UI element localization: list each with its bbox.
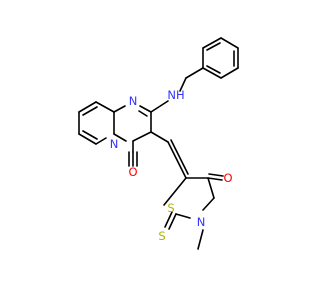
molecule-diagram: NH N N O S O N S: [78, 37, 239, 250]
bond: [220, 37, 239, 49]
nh-label: NH: [167, 88, 184, 102]
s-thioxo-label: S: [158, 229, 165, 243]
s-ring-label: S: [167, 201, 174, 215]
bond: [175, 213, 191, 219]
bond: [168, 213, 177, 230]
bond: [78, 133, 97, 145]
bond: [185, 67, 204, 79]
bond: [82, 106, 98, 116]
bond: [206, 65, 221, 74]
bond: [207, 177, 223, 181]
bond: [179, 77, 187, 92]
bond: [82, 130, 98, 140]
bond: [78, 101, 97, 113]
bond: [164, 211, 173, 228]
n-pyrimidine-label: N: [129, 94, 138, 108]
bond: [167, 141, 187, 179]
o-carbonyl-label: O: [128, 165, 137, 179]
bond: [138, 110, 148, 117]
bond: [197, 229, 204, 250]
bond: [113, 105, 126, 113]
bond: [95, 101, 115, 113]
bond: [150, 100, 169, 113]
o-thiazolidinone-label: O: [223, 171, 232, 185]
bond: [139, 105, 152, 113]
bonds: [78, 37, 239, 250]
n-methyl-label: N: [197, 215, 206, 229]
bond: [95, 137, 107, 145]
bond: [150, 131, 169, 143]
bond: [220, 67, 239, 79]
bond: [202, 37, 222, 49]
n-bridge-label: N: [110, 137, 119, 151]
bond: [202, 67, 222, 79]
bond: [163, 177, 187, 206]
bond: [207, 177, 215, 199]
bond: [202, 197, 215, 211]
bond: [132, 131, 152, 142]
bond: [206, 42, 221, 51]
bond: [170, 139, 189, 175]
bond: [113, 133, 127, 142]
atom-labels: NH N N O S O N S: [110, 88, 233, 243]
bond: [208, 173, 224, 177]
